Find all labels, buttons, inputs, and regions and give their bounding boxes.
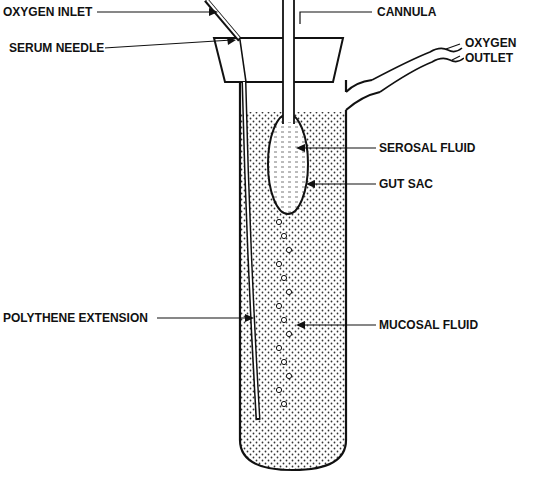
oxygen-bubbles xyxy=(276,219,291,406)
leader-lines xyxy=(97,12,460,325)
test-tube xyxy=(240,80,346,470)
gut-sac xyxy=(268,114,308,214)
polythene-extension xyxy=(244,82,258,420)
part-label: CANNULA xyxy=(376,5,437,20)
part-label: SERUM NEEDLE xyxy=(8,41,105,56)
cannula xyxy=(282,0,284,124)
outlet-tube xyxy=(372,48,462,80)
part-label: OXYGEN OUTLET xyxy=(464,36,546,66)
part-label: MUCOSAL FLUID xyxy=(378,318,479,333)
part-label: POLYTHENE EXTENSION xyxy=(2,311,149,326)
arrowheads xyxy=(209,8,315,329)
side-arm xyxy=(346,80,372,92)
serum-needle xyxy=(206,0,240,40)
rubber-stopper xyxy=(214,38,343,82)
part-label: SEROSAL FLUID xyxy=(378,141,476,156)
part-label: GUT SAC xyxy=(378,177,434,192)
part-label: OXYGEN INLET xyxy=(2,5,93,20)
